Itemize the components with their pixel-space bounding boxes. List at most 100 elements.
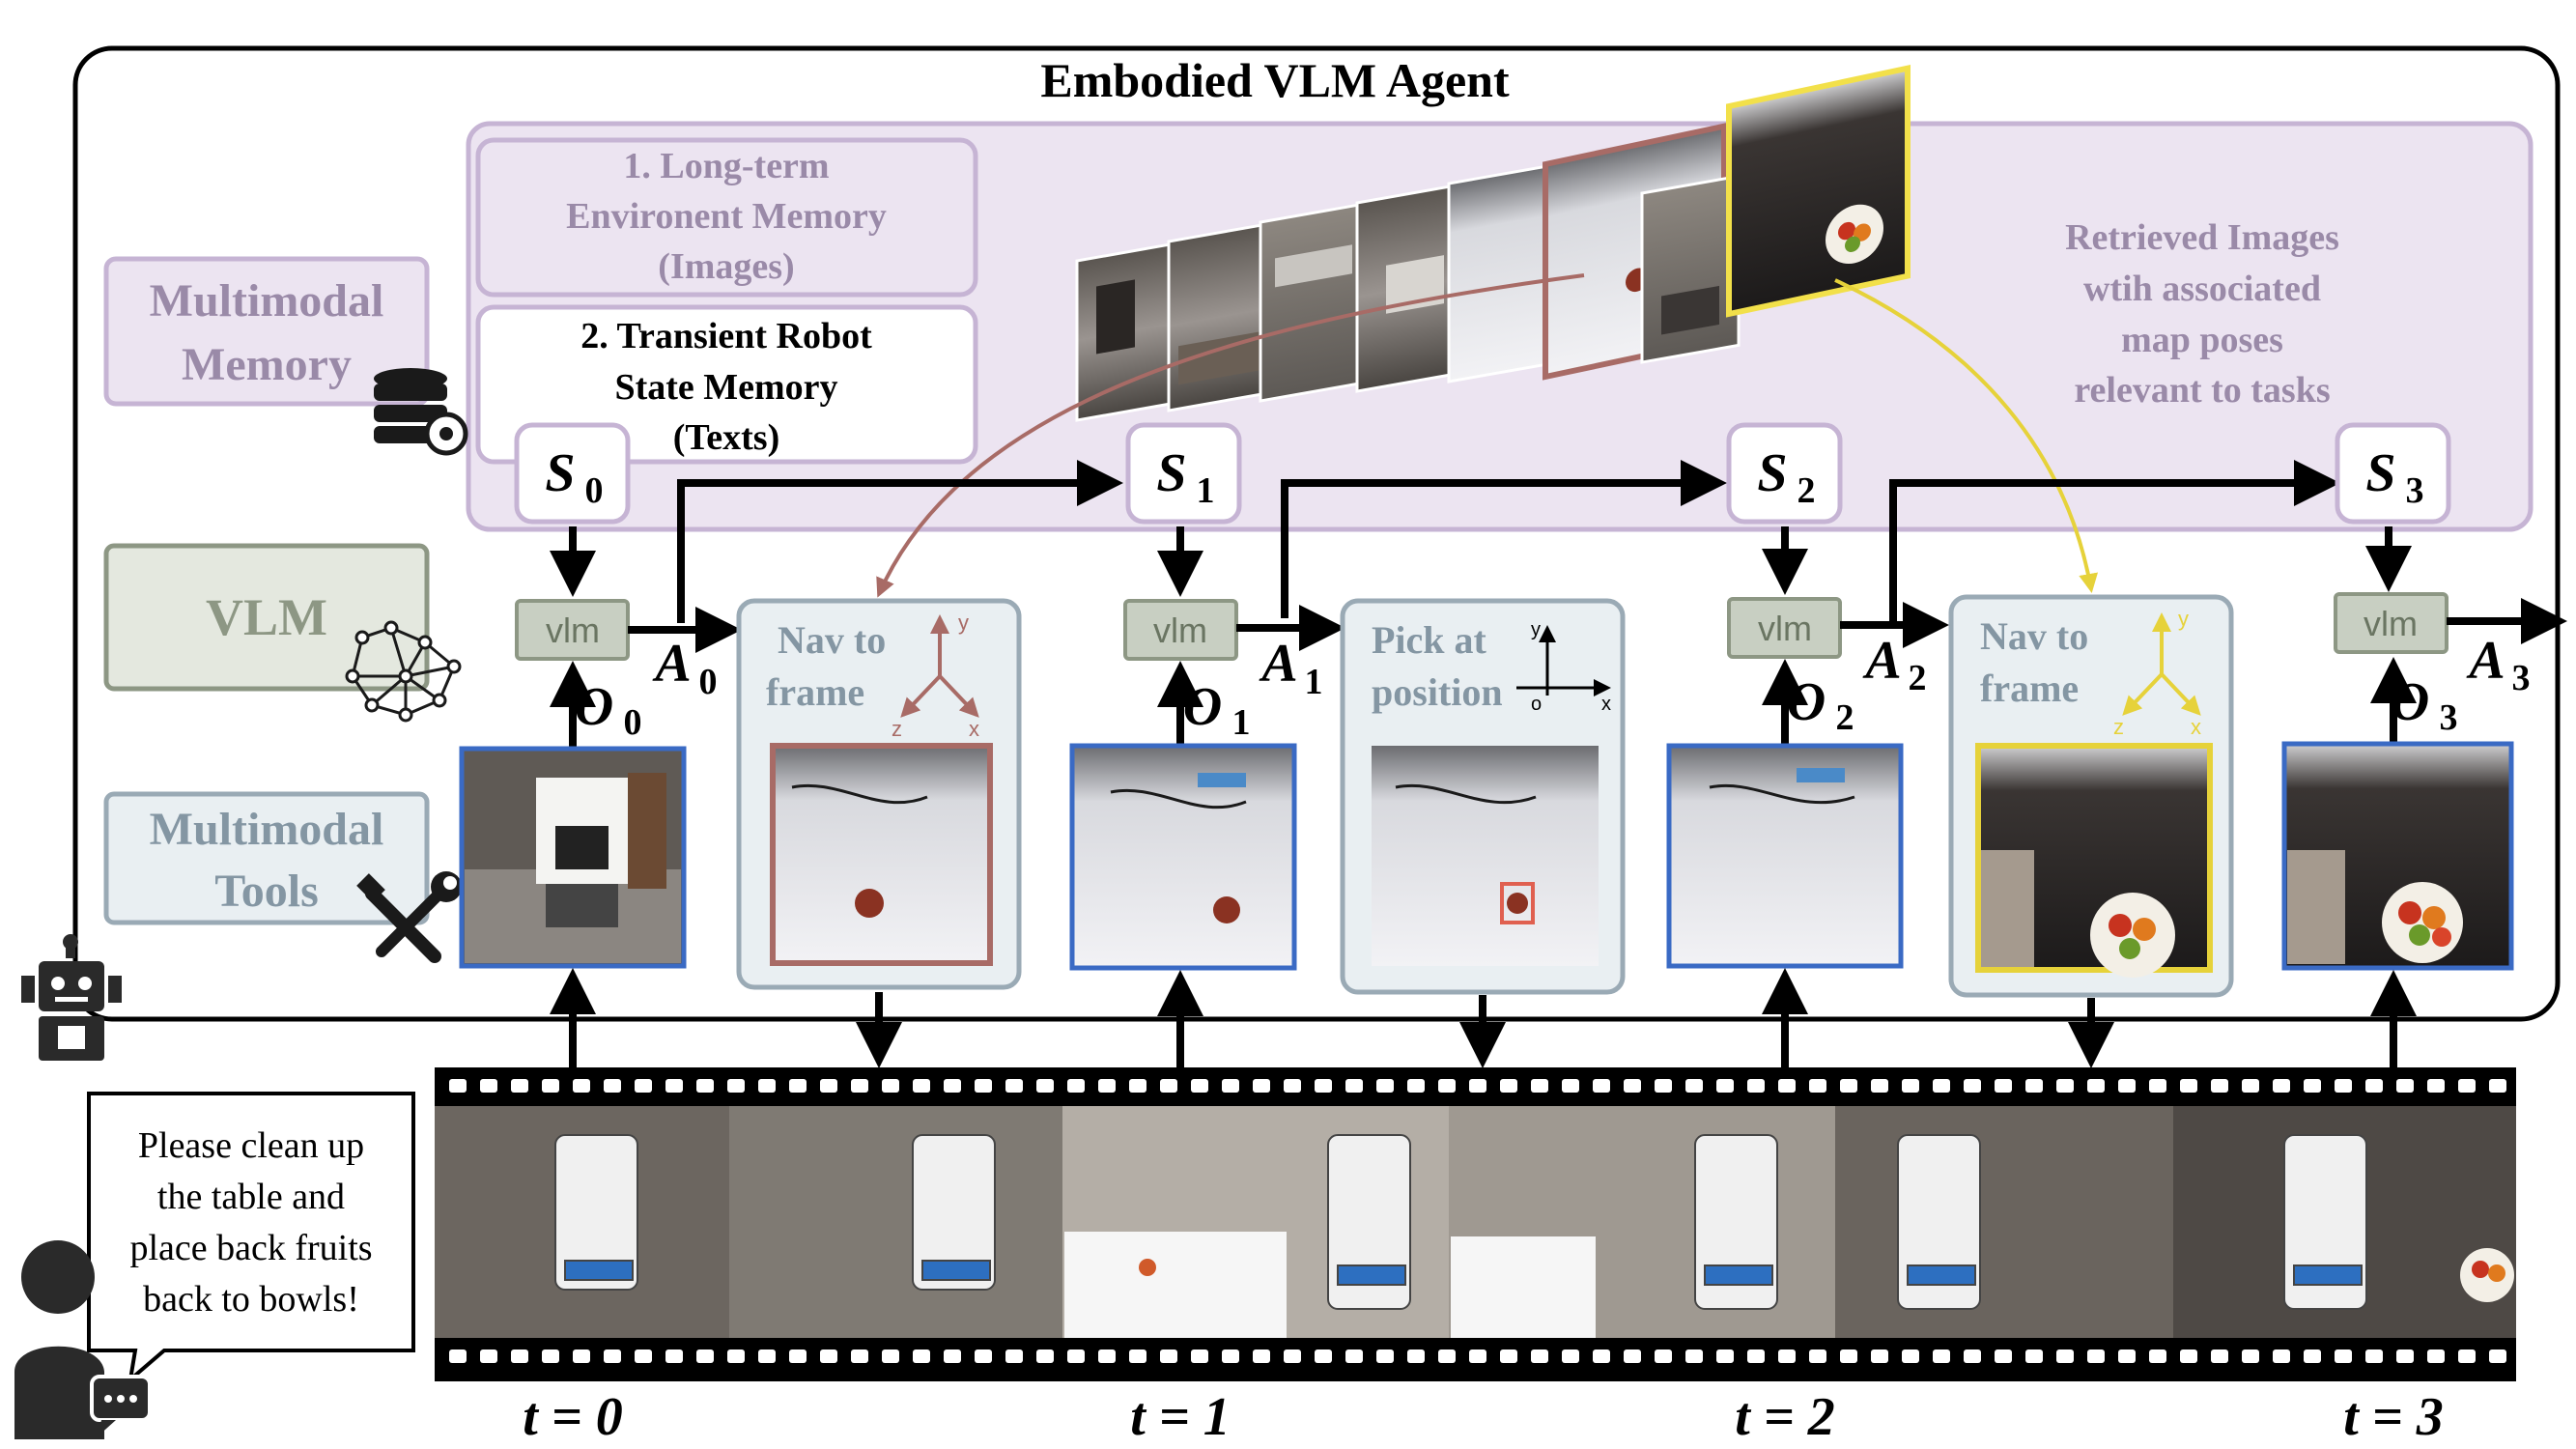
film-hole xyxy=(2211,1350,2228,1363)
film-hole xyxy=(1469,1079,1486,1093)
long-term-line-3: (Images) xyxy=(658,246,794,287)
time-steps: S 0 vlm O 0 A 0 S 1 vlm O 1 A 1 xyxy=(514,422,2567,749)
multimodal-memory-module: Multimodal Memory xyxy=(103,256,430,407)
film-hole xyxy=(1716,1350,1734,1363)
retrieval-arrow-nav2 xyxy=(1834,278,2099,593)
film-hole xyxy=(1222,1350,1239,1363)
film-hole xyxy=(480,1350,497,1363)
film-hole xyxy=(2458,1079,2476,1093)
film-hole xyxy=(1500,1079,1517,1093)
film-hole xyxy=(1902,1079,1919,1093)
user-chat-icon xyxy=(14,1240,152,1439)
axis-z-label-1: z xyxy=(892,717,902,741)
state-sub-1: 1 xyxy=(1197,470,1215,511)
fruit-1 xyxy=(2109,914,2132,937)
film-hole xyxy=(1469,1350,1486,1363)
film-hole xyxy=(882,1079,899,1093)
observation-image-0 xyxy=(459,746,687,969)
film-links xyxy=(550,968,2417,1070)
tool-card-nav-1: Nav to frame y z x xyxy=(736,598,1022,990)
tool-card-3-line-2: frame xyxy=(1980,667,2079,710)
tools-label-1: Multimodal xyxy=(150,804,384,855)
film-fruit-2 xyxy=(2488,1264,2505,1282)
film-hole xyxy=(1964,1079,1981,1093)
film-fruit-1 xyxy=(2472,1261,2489,1278)
film-hole xyxy=(573,1079,590,1093)
film-hole xyxy=(1036,1350,1054,1363)
vlm-box-label-1: vlm xyxy=(1153,611,1207,650)
film-hole xyxy=(1809,1079,1826,1093)
state-label-2: S xyxy=(1757,443,1787,503)
film-hole xyxy=(2489,1350,2506,1363)
obs-sub-3: 3 xyxy=(2440,697,2458,738)
robot-icon xyxy=(21,934,122,1061)
image-cable-2 xyxy=(1395,784,1537,805)
film-hole xyxy=(1778,1079,1796,1093)
tools-label-2: Tools xyxy=(214,866,319,917)
action-label-1: A xyxy=(1259,634,1297,694)
film-hole xyxy=(1500,1350,1517,1363)
film-hole xyxy=(573,1350,590,1363)
film-hole xyxy=(2427,1079,2445,1093)
film-hole xyxy=(1995,1350,2012,1363)
film-hole xyxy=(1160,1350,1177,1363)
instruction-line-2: the table and xyxy=(157,1177,345,1217)
film-hole xyxy=(511,1350,528,1363)
image-cable-1 xyxy=(791,784,928,805)
film-hole xyxy=(913,1350,930,1363)
tools-icon xyxy=(356,871,462,963)
tool-card-1-line-1: Nav to xyxy=(778,618,886,662)
state-box-0 xyxy=(514,422,631,525)
film-hole xyxy=(758,1350,776,1363)
film-bowl xyxy=(2460,1248,2514,1302)
film-hole xyxy=(1284,1350,1301,1363)
film-hole xyxy=(1685,1350,1703,1363)
transient-line-3: (Texts) xyxy=(673,417,779,458)
axes-icon xyxy=(900,614,979,718)
film-hole xyxy=(1624,1079,1641,1093)
film-hole xyxy=(913,1079,930,1093)
film-hole xyxy=(2087,1079,2105,1093)
film-hole xyxy=(1871,1350,1888,1363)
film-hole xyxy=(1005,1079,1023,1093)
film-hole xyxy=(1315,1350,1332,1363)
film-hole xyxy=(789,1079,807,1093)
film-hole xyxy=(2273,1350,2290,1363)
observation-image-1 xyxy=(1069,743,1297,971)
retrieved-line-3: map poses xyxy=(2121,320,2283,360)
time-label-3: t = 3 xyxy=(2343,1387,2443,1447)
memory-label-1: Multimodal xyxy=(150,275,384,327)
film-hole xyxy=(1345,1079,1363,1093)
film-hole xyxy=(635,1350,652,1363)
film-hole xyxy=(1593,1350,1610,1363)
film-hole xyxy=(1655,1079,1672,1093)
film-frame-5 xyxy=(1835,1106,2173,1338)
film-hole xyxy=(604,1350,621,1363)
axis-y-label-3: y xyxy=(2178,607,2189,631)
film-hole xyxy=(851,1350,868,1363)
film-hole xyxy=(1129,1350,1146,1363)
film-hole xyxy=(851,1079,868,1093)
observation-image-3 xyxy=(2281,741,2514,971)
long-term-memory-box: 1. Long-term Environent Memory (Images) xyxy=(475,137,978,298)
time-label-2: t = 2 xyxy=(1735,1387,1834,1447)
tool-card-1-line-2: frame xyxy=(766,670,864,714)
film-hole xyxy=(511,1079,528,1093)
film-hole xyxy=(2304,1079,2321,1093)
state-box-1 xyxy=(1125,422,1242,525)
film-hole xyxy=(1284,1079,1301,1093)
retrieved-line-2: wtih associated xyxy=(2083,269,2321,309)
film-hole xyxy=(727,1350,745,1363)
long-term-line-1: 1. Long-term xyxy=(623,146,829,186)
film-hole xyxy=(2149,1350,2166,1363)
film-hole xyxy=(1407,1079,1425,1093)
axes-icon xyxy=(1516,625,1611,696)
film-hole xyxy=(604,1079,621,1093)
film-hole xyxy=(2458,1350,2476,1363)
film-hole xyxy=(1840,1350,1857,1363)
observation-image-2 xyxy=(1666,743,1904,969)
film-table-2 xyxy=(1451,1236,1596,1338)
step-0: S 0 vlm O 0 A 0 xyxy=(514,422,742,749)
film-hole xyxy=(2025,1079,2043,1093)
